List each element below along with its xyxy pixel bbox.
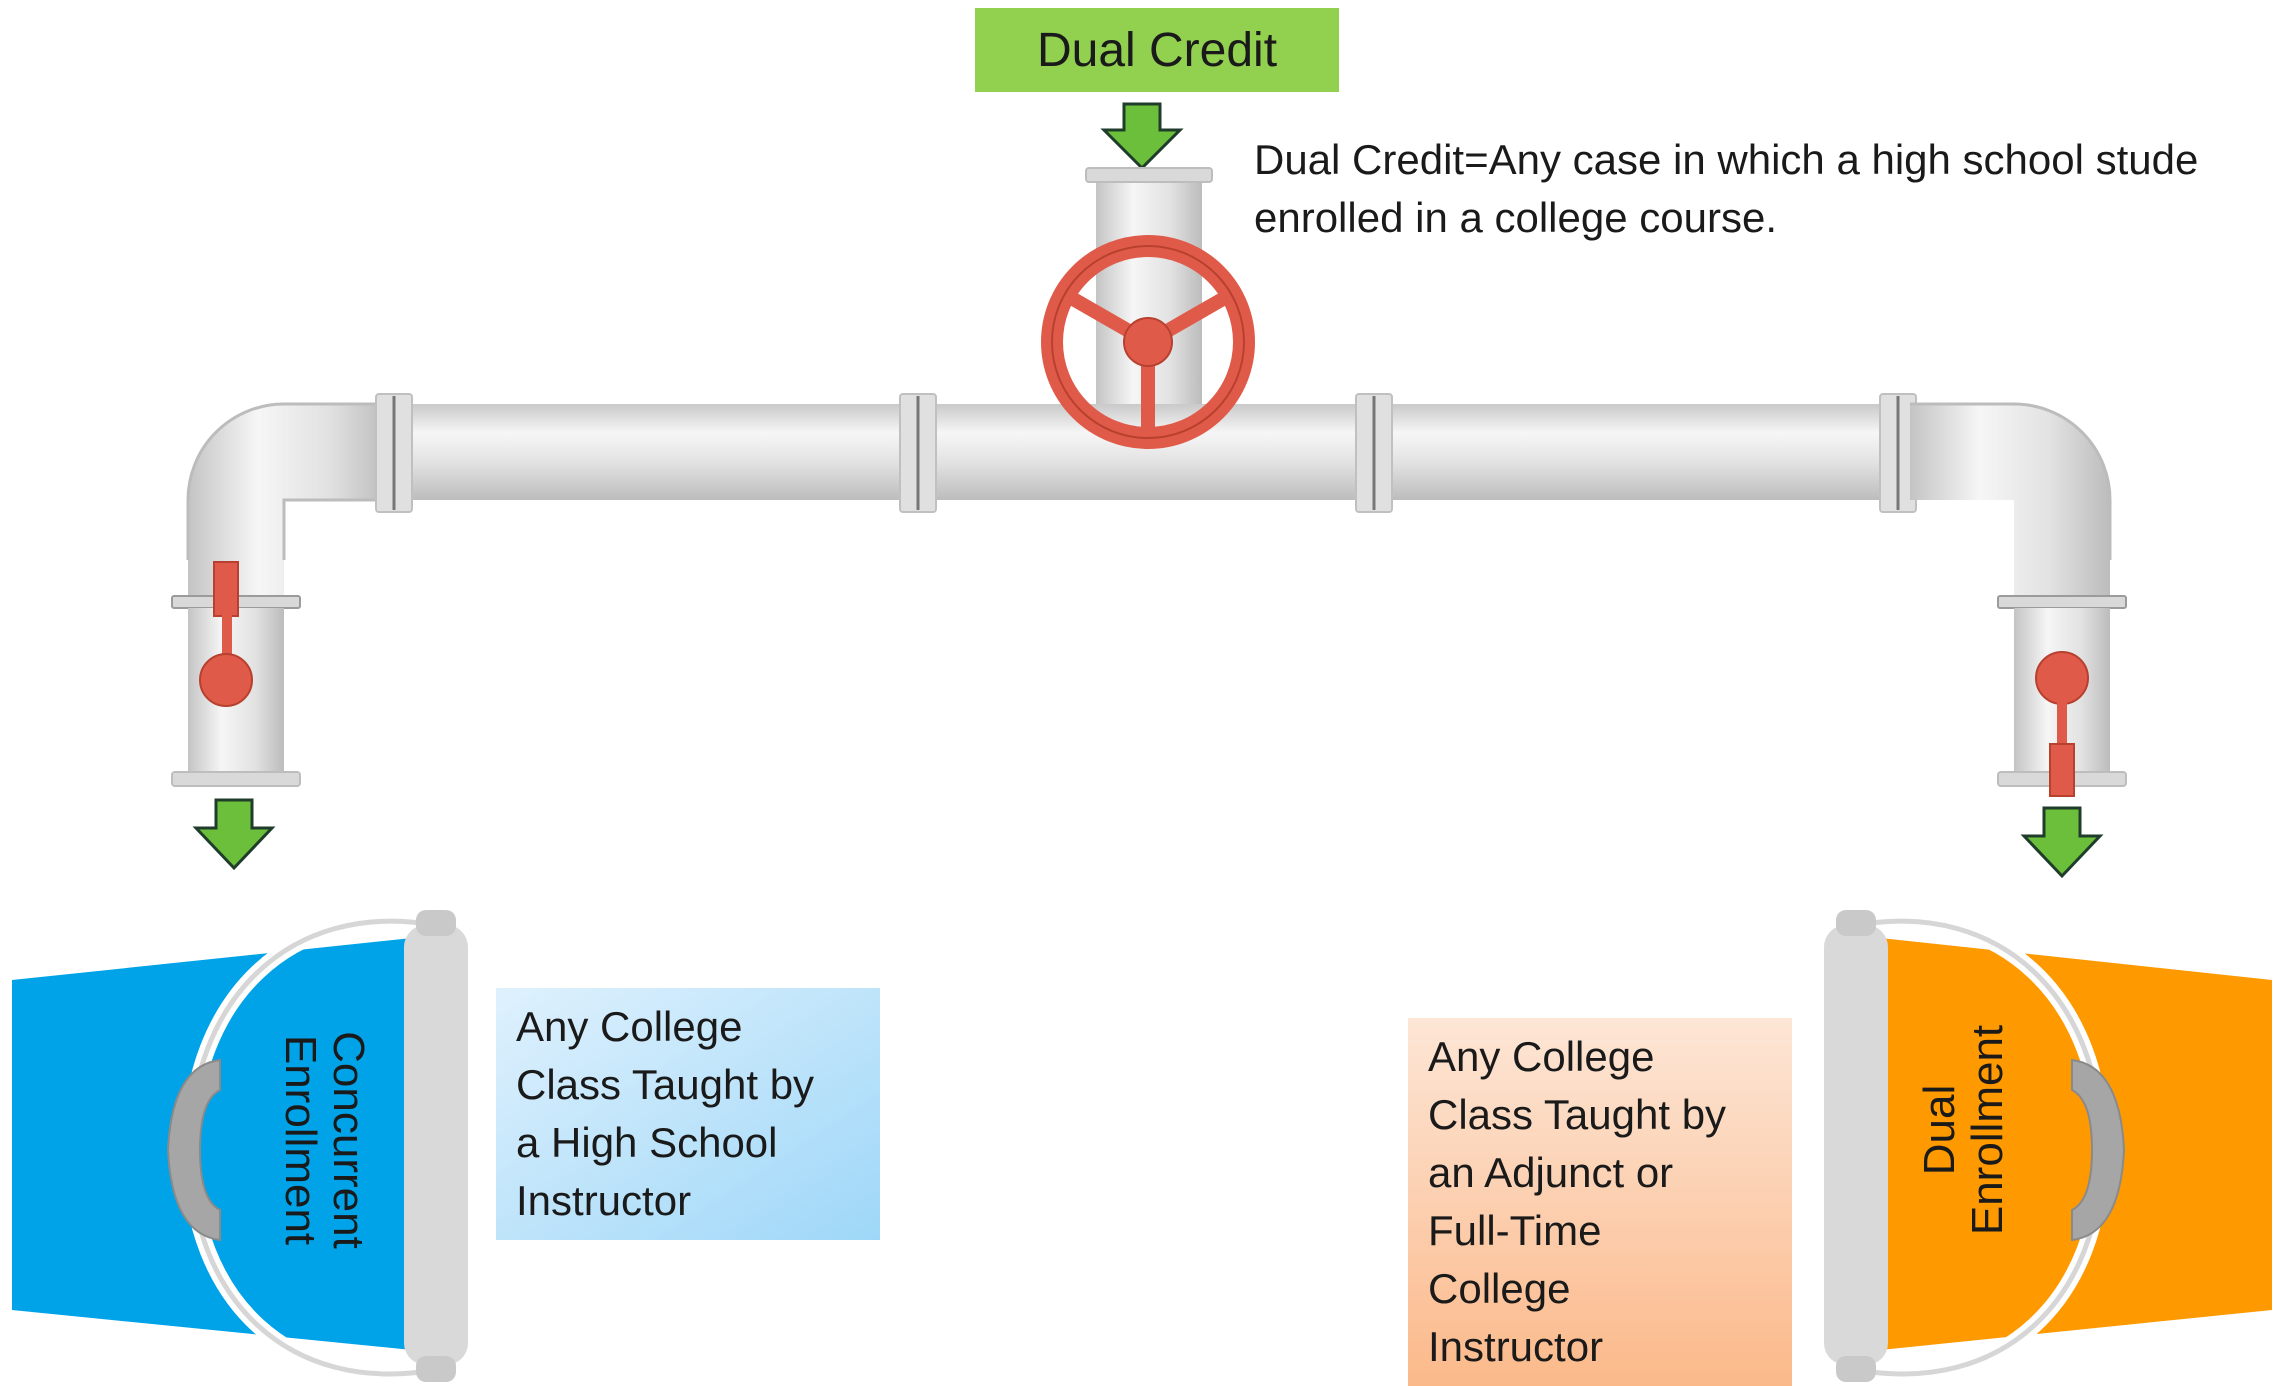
dual-credit-label: Dual Credit [975, 8, 1339, 92]
left-elbow-pipe [171, 402, 388, 787]
dual-credit-label-text: Dual Credit [1036, 23, 1278, 77]
right-lever-valve-icon [2035, 651, 2089, 797]
definition-line-1: Dual Credit=Any case in which a high sch… [1254, 136, 2199, 183]
note-line: Instructor [1428, 1323, 1604, 1370]
concurrent-enrollment-label: Concurrent Enrollment [276, 1000, 373, 1280]
left-lever-valve-icon [199, 561, 253, 707]
note-line: Any College [1428, 1033, 1655, 1080]
concurrent-enrollment-bucket [12, 910, 468, 1382]
right-elbow-pipe [1910, 402, 2127, 787]
concurrent-note-text: Any College Class Taught by a High Schoo… [516, 998, 876, 1230]
dual-credit-definition: Dual Credit=Any case in which a high sch… [1254, 131, 2198, 247]
definition-line-2: enrolled in a college course. [1254, 194, 1777, 241]
valve-wheel-icon [1041, 235, 1255, 449]
arrow-down-icon [2020, 806, 2104, 879]
note-line: Class Taught by [516, 1061, 815, 1108]
concurrent-note-box [496, 988, 880, 1240]
note-line: Any College [516, 1003, 743, 1050]
note-line: Instructor [516, 1177, 692, 1224]
dual-credit-label-box [975, 8, 1339, 92]
dual-enrollment-label: Dual Enrollment [1915, 1000, 2012, 1260]
bucket-label-line-2: Enrollment [1963, 1024, 2012, 1236]
bucket-label-line-1: Concurrent [324, 1031, 373, 1249]
dual-enrollment-note-text: Any College Class Taught by an Adjunct o… [1428, 1028, 1788, 1376]
bucket-label-line-1: Dual [1915, 1084, 1964, 1176]
dual-enrollment-note-box [1408, 1018, 1792, 1386]
note-line: Full-Time [1428, 1207, 1602, 1254]
note-line: College [1428, 1265, 1571, 1312]
note-line: an Adjunct or [1428, 1149, 1674, 1196]
arrow-down-icon [1100, 102, 1184, 171]
note-line: Class Taught by [1428, 1091, 1727, 1138]
bucket-label-line-2: Enrollment [276, 1034, 325, 1246]
arrow-down-icon [192, 798, 276, 871]
dual-enrollment-bucket [1824, 910, 2272, 1382]
note-line: a High School [516, 1119, 778, 1166]
